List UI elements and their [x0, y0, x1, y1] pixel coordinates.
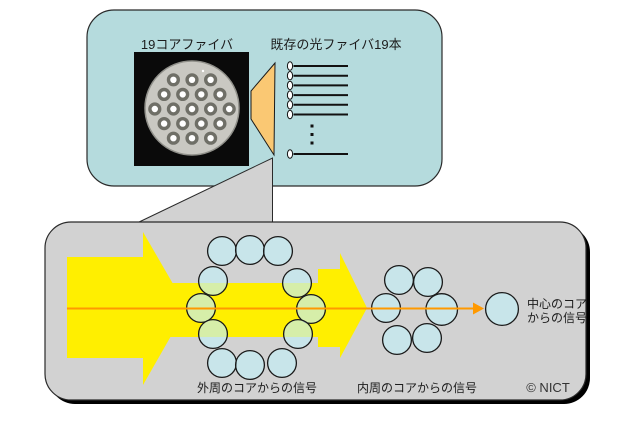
core-dot	[176, 87, 190, 102]
core-dot	[204, 73, 218, 87]
fanout-lines	[286, 61, 348, 159]
outer-core-circle	[197, 265, 229, 297]
fiber-connector	[286, 71, 294, 81]
inner-core-circle	[411, 322, 443, 354]
core-dot	[194, 87, 208, 102]
ellipsis-dot	[310, 133, 314, 136]
existing-fibers-label: 既存の光ファイバ19本	[270, 37, 401, 52]
ellipsis-dots	[310, 124, 314, 145]
center-signal-arrowhead	[473, 302, 484, 315]
inner-core-circle	[381, 324, 413, 356]
core-dot	[148, 102, 162, 116]
outer-core-circle	[282, 318, 314, 350]
core-dot	[166, 102, 181, 116]
fiber-photo-label: 19コアファイバ	[141, 37, 233, 52]
fiber-connector	[286, 80, 294, 91]
core-dot	[166, 73, 181, 87]
outer-core-circle	[197, 318, 229, 350]
fiber-photo	[134, 52, 249, 166]
fiber-connector	[286, 90, 294, 100]
core-dot	[157, 87, 171, 102]
core-dot	[185, 131, 199, 145]
inner-cores-label: 内周のコアからの信号	[357, 381, 477, 395]
core-dot	[185, 102, 199, 116]
center-core-label-line2: からの信号	[527, 311, 587, 325]
outer-core-circle	[266, 347, 298, 379]
inner-core-circle	[412, 266, 444, 298]
small-beam-arrow	[318, 253, 367, 358]
outer-core-circle	[206, 347, 238, 379]
core-dot	[204, 102, 218, 116]
photo-speck	[201, 69, 205, 73]
outer-core-circle	[262, 235, 294, 267]
outer-core-circle	[234, 234, 266, 266]
core-dot	[185, 73, 199, 87]
outer-core-circle	[281, 267, 313, 299]
core-dot	[176, 116, 190, 131]
fiber-connector	[286, 100, 294, 110]
credit-label: © NICT	[526, 380, 570, 395]
center-core-circle	[484, 291, 520, 327]
ellipsis-dot	[310, 141, 314, 145]
core-dot	[204, 131, 218, 145]
ellipsis-dot	[310, 124, 314, 128]
core-dot	[157, 116, 171, 131]
fiber-connector	[286, 109, 294, 120]
core-dot	[166, 131, 181, 145]
outer-core-circle	[234, 349, 266, 381]
fiber-connector	[286, 149, 294, 159]
inner-core-circle	[383, 264, 415, 296]
outer-cores-label: 外周のコアからの信号	[197, 381, 317, 395]
center-core-label-line1: 中心のコア	[527, 296, 587, 311]
core-dots	[148, 73, 236, 145]
core-dot	[213, 116, 227, 131]
core-dot	[194, 116, 208, 131]
outer-core-circle	[206, 235, 238, 267]
fiber-connector	[286, 61, 294, 71]
core-dot	[222, 102, 236, 116]
core-circles	[185, 234, 520, 381]
center-signal	[67, 302, 484, 315]
fanout-trapezoid	[250, 61, 276, 157]
core-dot	[213, 87, 227, 102]
